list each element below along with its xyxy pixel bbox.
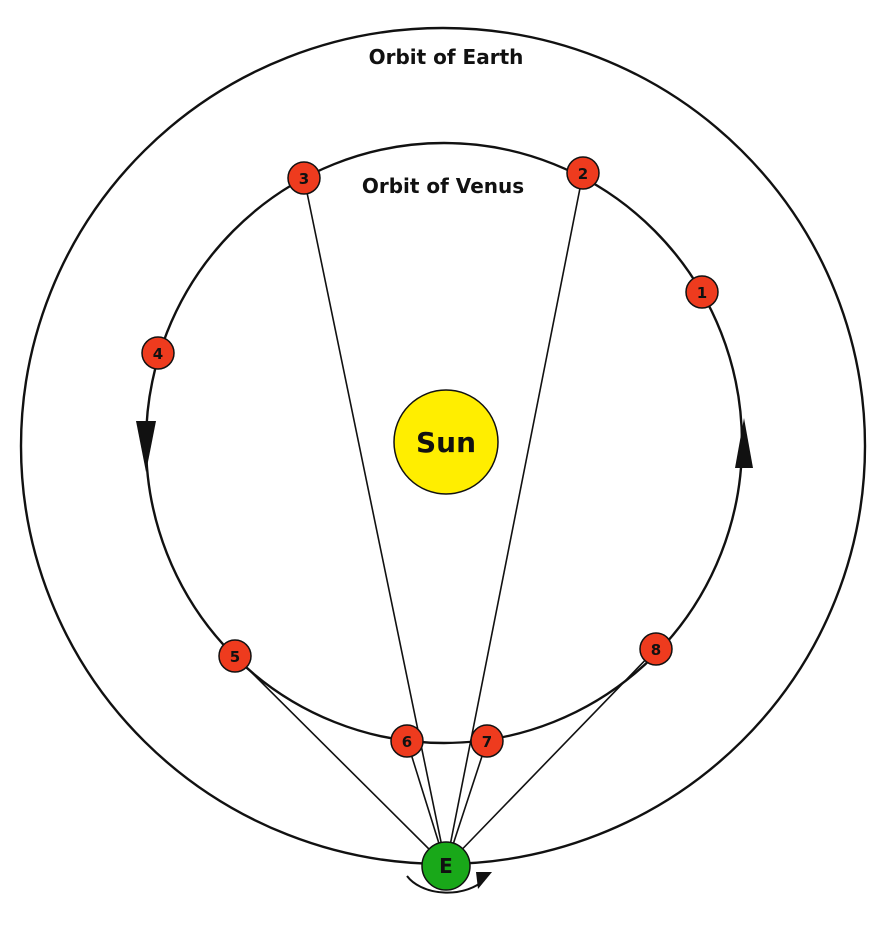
venus-number-2: 2 xyxy=(578,165,588,183)
venus-number-4: 4 xyxy=(153,345,163,363)
venus-dot-6 xyxy=(390,724,424,758)
arrow-up-icon xyxy=(735,418,753,468)
venus-position-3: 3 xyxy=(287,161,321,195)
venus-position-6: 6 xyxy=(390,724,424,758)
sightline-5 xyxy=(234,655,447,867)
sightline-8 xyxy=(445,648,657,867)
venus-dot-3 xyxy=(287,161,321,195)
venus-orbit-label: Orbit of Venus xyxy=(362,174,524,198)
venus-number-6: 6 xyxy=(402,733,412,751)
venus-dot-5 xyxy=(218,639,252,673)
earth-label: E xyxy=(439,854,453,878)
venus-number-1: 1 xyxy=(697,284,707,302)
venus-dot-1 xyxy=(685,275,719,309)
venus-position-2: 2 xyxy=(566,156,600,190)
venus-position-7: 7 xyxy=(470,724,504,758)
venus-dot-8 xyxy=(639,632,673,666)
rotation-arrow-icon xyxy=(406,875,485,894)
sightline-3 xyxy=(303,177,447,867)
rotation-arrowhead-icon xyxy=(476,872,492,889)
venus-position-1: 1 xyxy=(685,275,719,309)
venus-position-4: 4 xyxy=(141,336,175,370)
arrow-down-icon xyxy=(136,421,156,472)
venus-dot-2 xyxy=(566,156,600,190)
venus-number-3: 3 xyxy=(299,170,309,188)
venus-number-8: 8 xyxy=(651,641,661,659)
venus-number-5: 5 xyxy=(230,648,240,666)
venus-number-7: 7 xyxy=(482,733,492,751)
sightline-2 xyxy=(445,172,584,867)
earth-orbit-label: Orbit of Earth xyxy=(369,45,524,69)
earth-disc xyxy=(421,841,471,891)
sun-label: Sun xyxy=(416,426,476,459)
venus-dot-4 xyxy=(141,336,175,370)
venus-position-8: 8 xyxy=(639,632,673,666)
venus-dot-7 xyxy=(470,724,504,758)
sun-disc xyxy=(393,389,499,495)
venus-position-5: 5 xyxy=(218,639,252,673)
